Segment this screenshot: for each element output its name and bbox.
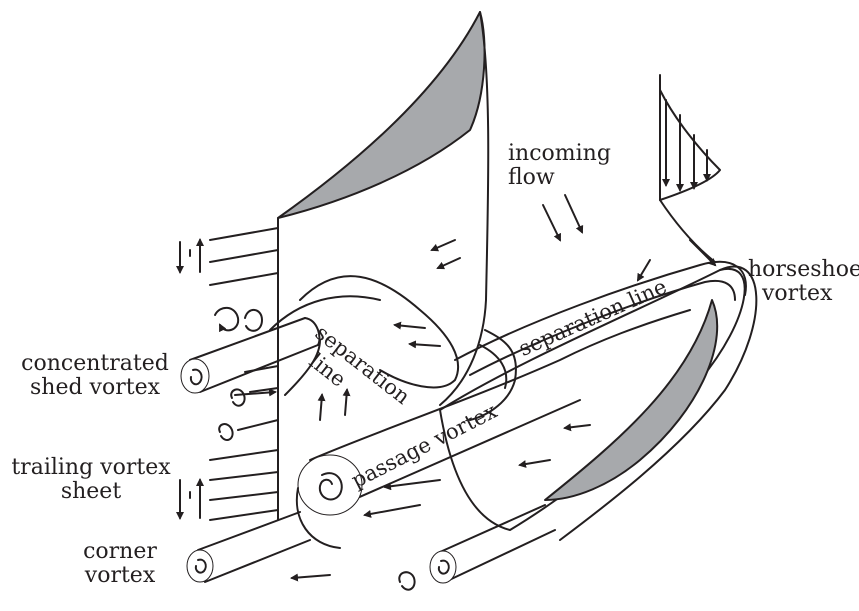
- horseshoe-vortex-label-line1: horseshoe: [748, 258, 859, 282]
- corner-vortex-label-line2: vortex: [70, 564, 170, 588]
- trailing-vortex-sheet-label-line2: sheet: [10, 480, 172, 504]
- trailing-vortex-sheet-label-line1: trailing vortex: [10, 456, 172, 480]
- incoming-flow-label-line1: incoming: [508, 142, 611, 166]
- incoming-flow-label: incoming flow: [508, 142, 611, 190]
- concentrated-shed-vortex-label-line2: shed vortex: [14, 376, 176, 400]
- horseshoe-vortex-label-line2: vortex: [748, 282, 859, 306]
- inlet-velocity-profile: [660, 75, 720, 265]
- concentrated-shed-vortex-label-line1: concentrated: [14, 352, 176, 376]
- corner-vortex-label-line1: corner: [70, 540, 170, 564]
- swirl-symbols: [215, 308, 415, 590]
- concentrated-shed-vortex-label: concentrated shed vortex: [14, 352, 176, 400]
- trailing-vortex-sheet-label: trailing vortex sheet: [10, 456, 172, 504]
- corner-vortex-label: corner vortex: [70, 540, 170, 588]
- horseshoe-vortex-label: horseshoe vortex: [748, 258, 859, 306]
- incoming-flow-label-line2: flow: [508, 166, 611, 190]
